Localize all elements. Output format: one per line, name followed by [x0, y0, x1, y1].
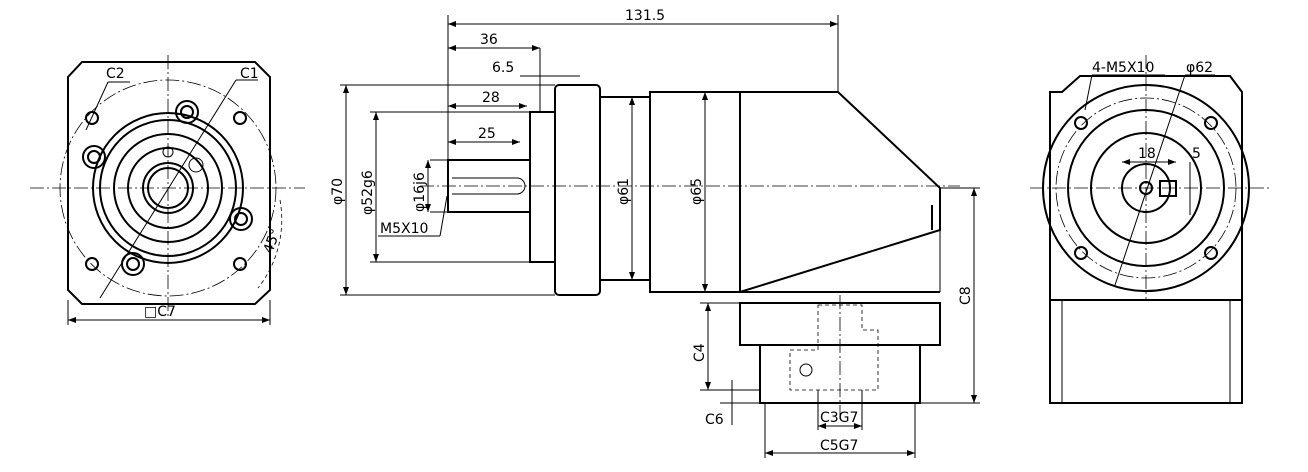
dim-phi70: φ70 [330, 178, 346, 205]
label-c2: C2 [106, 66, 125, 82]
dim-phi65: φ65 [689, 178, 705, 205]
dim-131-5: 131.5 [625, 8, 665, 24]
dim-36: 36 [480, 32, 498, 48]
rear-view: 4-M5X10 φ62 18 5 [1030, 55, 1270, 404]
label-m5x10: M5X10 [380, 221, 428, 237]
dim-c4: C4 [692, 343, 708, 362]
dim-25: 25 [478, 126, 496, 142]
dim-phi16: φ16j6 [412, 172, 428, 212]
dim-6-5: 6.5 [492, 60, 514, 76]
dim-18: 18 [1138, 146, 1156, 162]
dim-5: 5 [1192, 146, 1201, 162]
dim-phi62: φ62 [1186, 60, 1213, 76]
label-square-c7: □C7 [144, 304, 176, 320]
label-c1: C1 [240, 66, 259, 82]
dim-28: 28 [482, 90, 500, 106]
dim-c5g7: C5G7 [820, 438, 858, 454]
dim-c6: C6 [705, 412, 724, 428]
bolt-holes [82, 100, 253, 276]
flange-square [67, 61, 271, 305]
side-view: 131.5 36 6.5 28 25 φ70 φ52g6 φ16j6 M5X10… [330, 8, 980, 458]
dim-c3g7: C3G7 [820, 410, 858, 426]
dim-c8: C8 [958, 286, 974, 305]
dim-phi61: φ61 [616, 178, 632, 205]
front-view: C2 C1 □C7 45° [30, 55, 305, 325]
dim-phi52: φ52g6 [360, 170, 376, 215]
label-angle: 45° [261, 227, 285, 256]
label-4-m5x10: 4-M5X10 [1092, 60, 1154, 76]
